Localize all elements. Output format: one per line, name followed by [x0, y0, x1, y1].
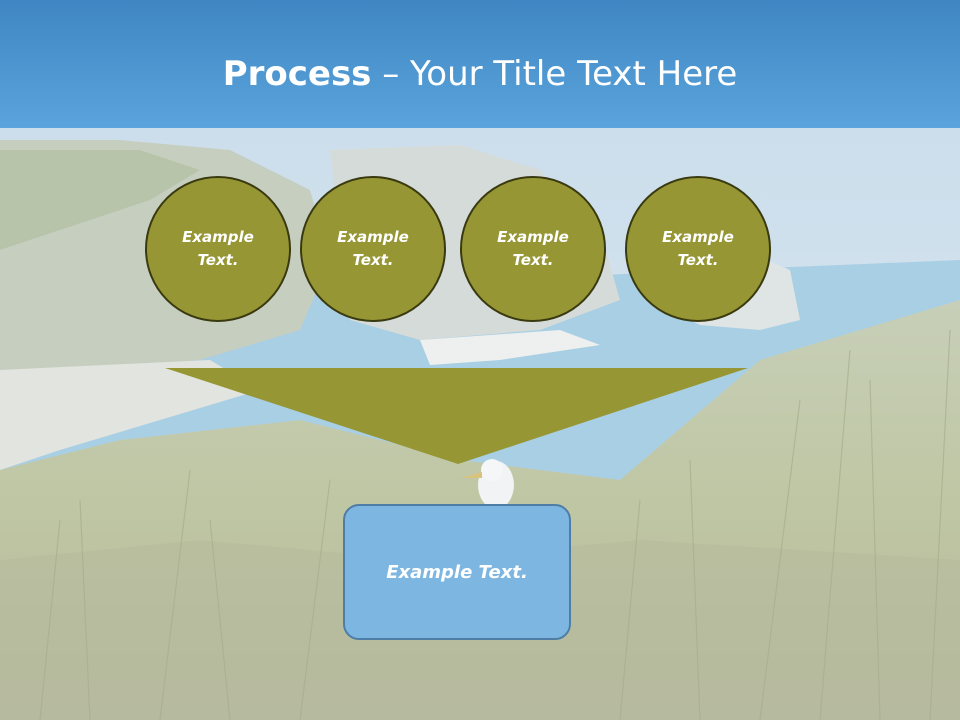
title-bold: Process [222, 54, 372, 94]
title-bar [0, 0, 960, 128]
process-step-3-text: Example Text. [497, 228, 569, 269]
result-box: Example Text. [343, 504, 571, 640]
process-step-2-text: Example Text. [337, 228, 409, 269]
slide-title: Process – Your Title Text Here [0, 50, 960, 98]
process-step-4: Example Text. [625, 176, 771, 322]
process-step-1-text: Example Text. [182, 228, 254, 269]
process-step-2: Example Text. [300, 176, 446, 322]
process-step-1: Example Text. [145, 176, 291, 322]
process-step-3: Example Text. [460, 176, 606, 322]
title-rest: – Your Title Text Here [371, 54, 738, 94]
result-box-text: Example Text. [386, 561, 528, 583]
process-step-4-text: Example Text. [662, 228, 734, 269]
